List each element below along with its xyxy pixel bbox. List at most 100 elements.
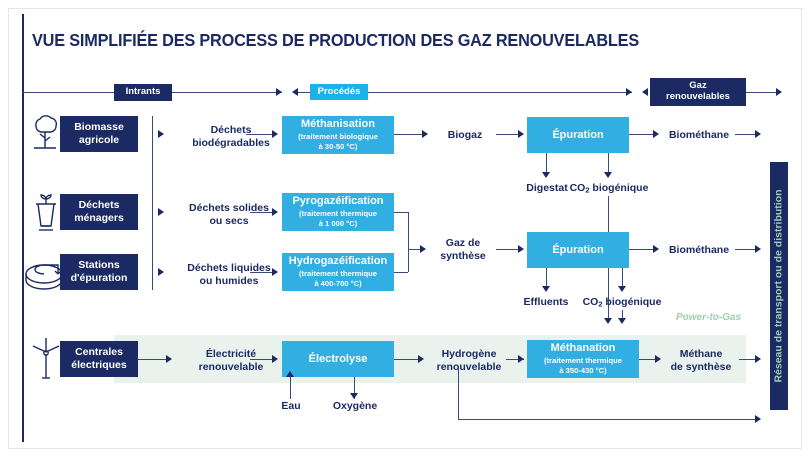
arrow-gaz-synthese-in [420,245,426,253]
feedstock-1-line1: Déchets solides [189,202,269,214]
line-h2-bypass-down [458,368,459,419]
line-centrales-out [138,359,166,360]
feedstock-dechets-liquides: Déchets liquides ou humides [168,262,290,288]
input-menagers-line1: Déchets [78,199,120,212]
feedstock-3-line1: Électricité [205,348,257,360]
arrow-menagers-out [158,208,164,216]
label-digestat: Digestat [526,182,568,194]
line-biomethane-bottom-to-net [735,249,757,250]
process-box-epuration-bottom[interactable]: Épuration [527,232,629,268]
line-methane-to-net [739,359,757,360]
label-hydrogene-renouvelable: Hydrogène renouvelable [424,348,514,374]
header-arrow-right-3 [776,88,782,96]
arrow-methanation-out [655,355,661,363]
input-box-dechets-menagers[interactable]: Déchets ménagers [60,194,138,230]
line-hydro-out [394,272,408,273]
header-arrow-left-3 [642,88,648,96]
input-box-centrales-electriques[interactable]: Centrales électriques [60,341,138,377]
process-4-sub1: (traitement thermique [543,356,623,366]
outer-frame [8,8,802,449]
waste-bin-icon [26,190,66,234]
process-0-name: Méthanisation [301,118,375,131]
co2-top-post: biogénique [589,182,649,194]
header-arrow-right-2 [626,88,632,96]
line-f3 [250,359,272,360]
label-co2-bottom: CO2 biogénique [578,296,666,309]
line-methanation-out [639,359,659,360]
label-gaz-de-synthese: Gaz de synthèse [430,237,496,263]
co2-bottom-post: biogénique [602,296,662,308]
process-3-name: Électrolyse [308,352,368,365]
line-co2-top [608,153,609,177]
header-arrow-right-1 [276,88,282,96]
label-eau: Eau [281,400,301,412]
page-title: VUE SIMPLIFIÉE DES PROCESS DE PRODUCTION… [32,30,639,50]
input-biomasse-line2: agricole [78,134,120,146]
process-1-sub1: (traitement thermique [298,209,378,219]
arrow-h2-bypass-to-net [755,415,761,423]
feedstock-2-line2: ou humides [199,274,259,287]
arrow-oxygene-out [350,393,358,399]
input-box-stations-epuration[interactable]: Stations d'épuration [60,254,138,290]
process-1-sub2: à 1 000 °C) [318,219,358,229]
line-oxygene [354,377,355,399]
feedstock-dechets-biodegradables: Déchets biodégradables [176,124,286,150]
network-bar[interactable]: Réseau de transport ou de distribution [770,162,788,410]
label-biomethane-bottom: Biométhane [668,244,730,256]
feedstock-electricite-renouvelable: Électricité renouvelable [174,348,288,374]
co2-bottom-sub: 2 [598,299,603,309]
line-h2-bypass-right [458,419,757,420]
process-box-electrolyse[interactable]: Électrolyse [282,341,394,377]
network-bar-label: Réseau de transport ou de distribution [773,189,786,383]
power-to-gas-label: Power-to-Gas [676,312,742,323]
label-biogaz: Biogaz [447,129,483,141]
input-box-biomasse[interactable]: Biomasse agricole [60,116,138,152]
arrow-biogaz-out [518,130,524,138]
input-biomasse-line1: Biomasse [74,121,124,134]
feedstock-3-line2: renouvelable [198,360,264,373]
arrow-biomasse-out [158,130,164,138]
header-line-e [746,92,776,93]
process-box-pyrogazeification[interactable]: Pyrogazéification (traitement thermique … [282,193,394,231]
process-box-hydrogazeification[interactable]: Hydrogazéification (traitement thermique… [282,253,394,291]
line-biomethane-top-to-net [735,134,757,135]
line-f1 [250,212,272,213]
arrow-to-methanisation [272,130,278,138]
line-pyro-out [394,212,408,213]
header-arrow-left-2 [292,88,298,96]
line-epuration-top-out [629,134,655,135]
methane-line1: Méthane [679,348,723,360]
hydrogene-line1: Hydrogène [441,348,497,360]
line-digestat [546,153,547,177]
arrow-hydrogene-out [518,355,524,363]
arrow-methanisation-out [422,130,428,138]
wind-turbine-icon [26,336,66,382]
arrow-to-hydrogazeification [272,268,278,276]
label-biomethane-top: Biométhane [668,129,730,141]
input-centrales-line2: électriques [71,359,127,371]
line-methanisation-out [394,134,422,135]
line-co2-bottom [622,268,623,290]
arrow-co2-bottom-into-methanation [618,318,626,324]
arrow-methane-to-net [755,355,761,363]
gazeification-merge-rail [408,212,409,272]
tree-icon [24,112,66,154]
line-hydrogene-out [506,359,524,360]
arrow-co2-top [604,172,612,178]
process-box-methanation[interactable]: Méthanation (traitement thermique à 350-… [527,340,639,378]
arrow-co2-top-into-methanation [604,318,612,324]
line-f0 [246,134,272,135]
label-effluents: Effluents [523,296,569,308]
co2-bottom-pre: CO [582,296,599,308]
feedstock-2-line1: Déchets liquides [187,262,271,274]
process-4-sub2: à 350-430 °C) [559,366,607,376]
process-box-methanisation[interactable]: Méthanisation (traitement biologique à 3… [282,116,394,154]
process-4-name: Méthanation [550,342,616,355]
tag-gaz-line1: Gaz [689,80,707,92]
arrow-to-electrolyse [272,355,278,363]
feedstock-dechets-solides: Déchets solides ou secs [170,202,288,228]
process-box-epuration-top[interactable]: Épuration [527,117,629,153]
process-0-sub1: (traitement biologique [298,132,378,142]
process-1-name: Pyrogazéification [292,195,384,208]
process-2-name: Hydrogazéification [288,255,388,268]
